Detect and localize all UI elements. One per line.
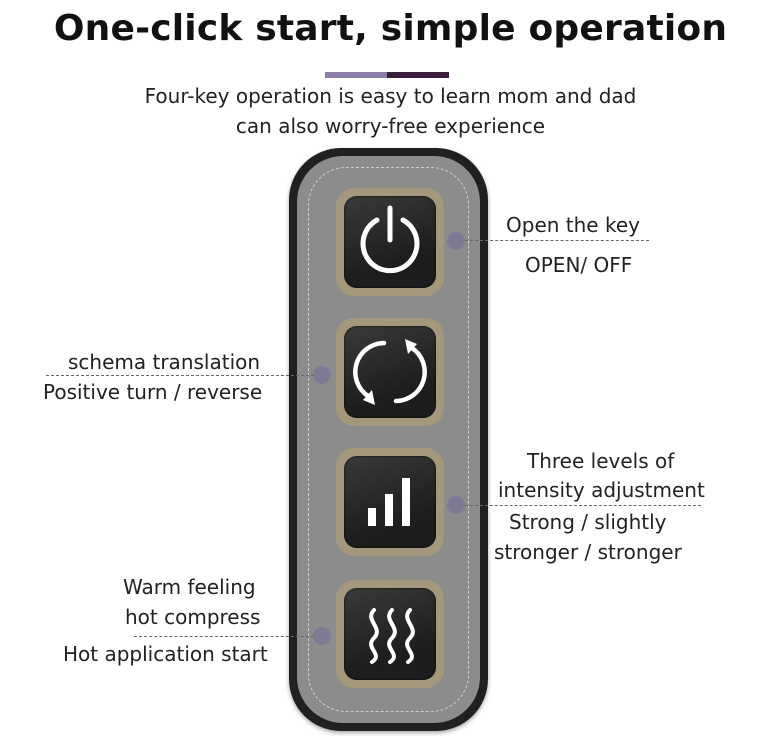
heat-label-line-1: Warm feeling: [123, 575, 256, 599]
rotate-key-frame: [336, 318, 444, 426]
intensity-label-line-1: Three levels of: [527, 449, 675, 473]
heat-key-frame: [336, 580, 444, 688]
signal-bars-icon: [368, 478, 410, 526]
rotate-leader-line: [46, 375, 314, 376]
accent-bar-right: [387, 72, 449, 78]
heat-label-line-2: hot compress: [125, 605, 261, 629]
page-title: One-click start, simple operation: [53, 8, 728, 49]
power-indicator-dot: [447, 232, 465, 250]
subtitle-line-1: Four-key operation is easy to learn mom …: [144, 84, 637, 108]
heat-button[interactable]: [344, 588, 436, 680]
power-label-title: Open the key: [506, 213, 640, 237]
intensity-leader-line: [465, 505, 701, 506]
intensity-key-frame: [336, 448, 444, 556]
rotate-label-title: schema translation: [68, 350, 261, 374]
power-label-detail: OPEN/ OFF: [525, 253, 633, 277]
power-key-frame: [336, 188, 444, 296]
accent-bar-left: [325, 72, 387, 78]
power-leader-line: [465, 240, 649, 241]
rotate-direction-button[interactable]: [344, 326, 436, 418]
heat-label-line-3: Hot application start: [63, 642, 268, 666]
heat-waves-icon: [369, 608, 415, 664]
rotate-indicator-dot: [313, 366, 331, 384]
rotate-arrows-icon: [353, 339, 427, 405]
intensity-indicator-dot: [447, 496, 465, 514]
intensity-button[interactable]: [344, 456, 436, 548]
rotate-label-detail: Positive turn / reverse: [43, 380, 263, 404]
title-accent-bar: [325, 72, 449, 78]
stitching-outline: [308, 167, 469, 712]
intensity-label-line-2: intensity adjustment: [498, 478, 705, 502]
heat-leader-line: [134, 636, 314, 637]
intensity-label-line-4: stronger / stronger: [494, 540, 682, 564]
intensity-label-line-3: Strong / slightly: [509, 510, 667, 534]
heat-indicator-dot: [313, 627, 331, 645]
subtitle-line-2: can also worry-free experience: [235, 114, 546, 138]
power-icon: [360, 205, 420, 274]
power-button[interactable]: [344, 196, 436, 288]
